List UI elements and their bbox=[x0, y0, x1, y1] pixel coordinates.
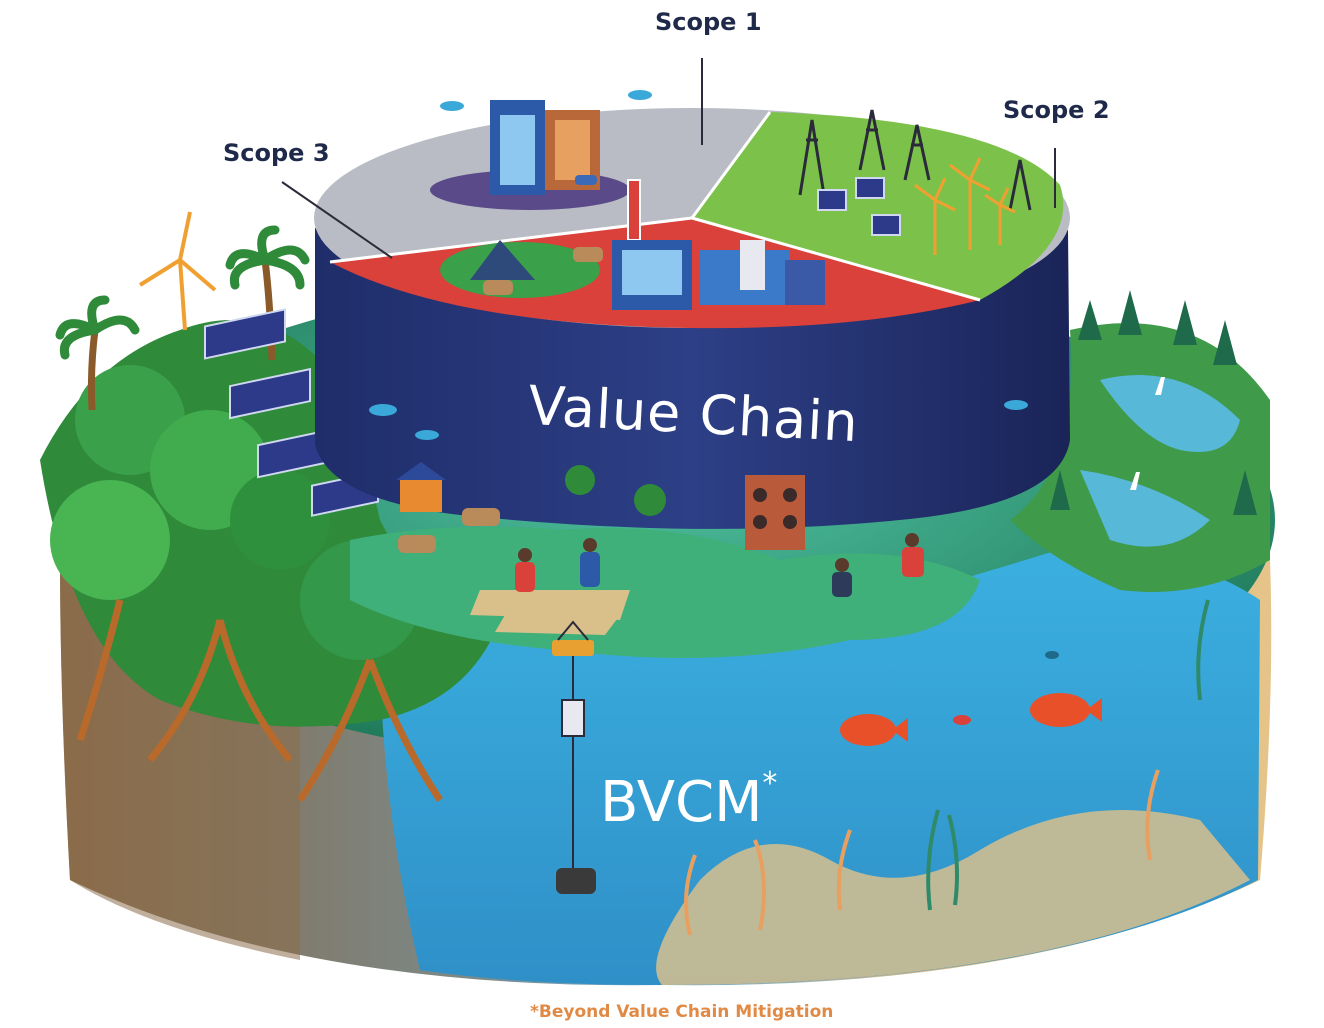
farmer-icon bbox=[515, 533, 924, 597]
scope-3-label: Scope 3 bbox=[223, 139, 330, 167]
seaweed bbox=[684, 769, 1160, 936]
power-pylon-icon bbox=[798, 109, 1032, 211]
bvcm-asterisk: * bbox=[762, 766, 778, 801]
seagrass bbox=[926, 599, 1210, 911]
mangrove-forest bbox=[40, 320, 500, 802]
office-building-icon bbox=[430, 100, 630, 210]
bvcm-label: BVCM* bbox=[600, 766, 777, 835]
heron-icon bbox=[1130, 377, 1165, 490]
mangrove-icon bbox=[76, 599, 443, 802]
scope-1-label: Scope 1 bbox=[655, 8, 762, 36]
cloud-icon bbox=[369, 90, 1028, 440]
footnote: *Beyond Value Chain Mitigation bbox=[530, 1002, 834, 1022]
fish-icon bbox=[840, 651, 1102, 746]
barn-icon bbox=[400, 480, 442, 512]
wind-turbine-icon bbox=[914, 157, 1016, 255]
solar-panel-icon bbox=[817, 177, 901, 236]
scope-2-label: Scope 2 bbox=[1003, 96, 1110, 124]
callout-lines bbox=[281, 58, 1056, 259]
direct-air-capture-icon bbox=[745, 475, 805, 550]
factory-icon bbox=[440, 179, 825, 310]
sensor-buoy-icon bbox=[552, 620, 596, 894]
palm-tree-icon bbox=[55, 225, 310, 411]
wetland bbox=[1010, 290, 1270, 592]
farm-area bbox=[350, 462, 980, 658]
bvcm-text: BVCM bbox=[600, 770, 763, 835]
cow-icon bbox=[483, 247, 603, 295]
wind-turbine-icon bbox=[138, 211, 217, 331]
cow-icon bbox=[398, 508, 500, 553]
conifer-trees bbox=[1050, 290, 1257, 515]
car-icon bbox=[575, 175, 597, 185]
